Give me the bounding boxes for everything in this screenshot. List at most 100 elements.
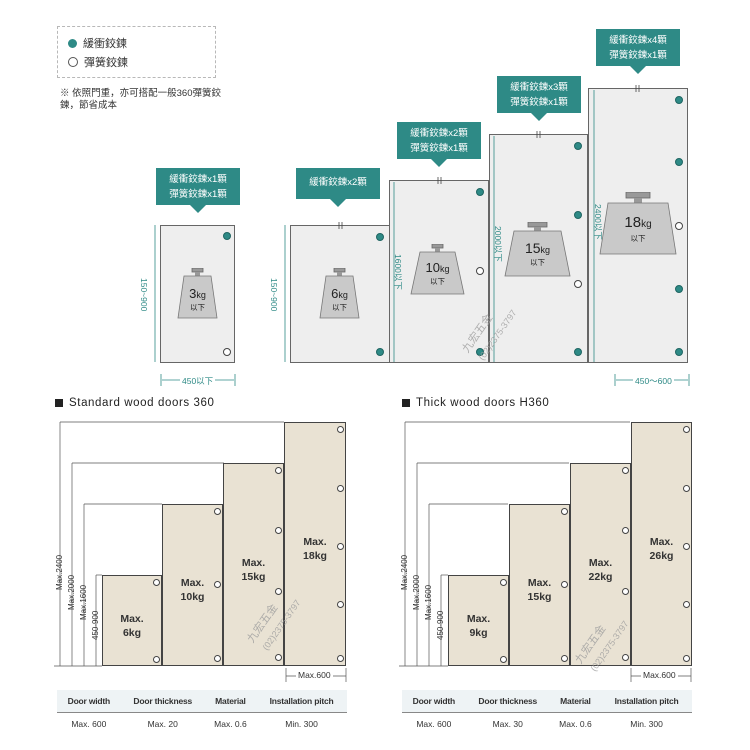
weight-value: 3 <box>189 286 197 301</box>
hinge-hole-icon <box>622 527 629 534</box>
callout-door-2: 緩衝鉸鍊x2顆 <box>296 168 380 207</box>
thick-spec-table: Door width Door thickness Material Insta… <box>402 690 692 735</box>
hinge-hole-icon <box>683 543 690 550</box>
weight-below: 以下 <box>332 303 347 312</box>
ruler-label: Max.1600 <box>424 584 433 620</box>
spring-hinge-icon <box>68 57 78 67</box>
hinge-hole-icon <box>275 588 282 595</box>
thick-panel-2 <box>509 504 570 666</box>
spring-hinge-icon <box>476 267 484 275</box>
height-label: 2000以下 <box>493 226 503 262</box>
hinge-hole-icon <box>214 581 221 588</box>
callout-line: 緩衝鉸鍊x2顆 <box>410 128 468 139</box>
panel-weight: 9kg <box>469 627 488 639</box>
weight-icon <box>177 267 218 319</box>
panel-max: Max. <box>466 613 491 625</box>
hinge-hole-icon <box>337 426 344 433</box>
panel-max: Max. <box>241 557 266 569</box>
width-max-label: Max.600 <box>296 670 333 680</box>
panel-weight: 22kg <box>588 571 613 583</box>
weight-below: 以下 <box>190 303 205 312</box>
weight-icon <box>319 267 360 319</box>
square-bullet-icon <box>55 399 63 407</box>
standard-dimension-lines <box>54 421 347 682</box>
table-cell: Max. 600 <box>416 719 452 729</box>
thick-panel-3 <box>570 463 631 666</box>
standard-panel-1 <box>102 575 162 666</box>
table-header: Door width <box>402 690 466 713</box>
ruler-label: Max.2400 <box>55 554 64 590</box>
table-cell: Max. 0.6 <box>559 719 592 729</box>
ruler-label: Max.2000 <box>67 574 76 610</box>
spring-hinge-icon <box>574 280 582 288</box>
soft-close-hinge-icon <box>223 232 231 240</box>
weight-value: 6 <box>331 286 339 301</box>
weight-door-4: 15kg 以下 <box>500 221 575 278</box>
callout-line: 緩衝鉸鍊x3顆 <box>510 82 568 93</box>
panel-weight: 15kg <box>241 571 266 583</box>
callout-door-1: 緩衝鉸鍊x1顆 彈簧鉸鍊x1顆 <box>156 168 240 213</box>
hinge-hole-icon <box>622 654 629 661</box>
width-max-label: Max.600 <box>641 670 678 680</box>
soft-close-hinge-icon <box>68 38 77 48</box>
weight-unit: kg <box>338 290 348 300</box>
weight-unit: kg <box>540 245 551 255</box>
soft-close-hinge-icon <box>376 348 384 356</box>
weight-door-1: 3kg 以下 <box>160 267 235 320</box>
soft-close-hinge-icon <box>675 348 683 356</box>
soft-close-hinge-icon <box>574 211 582 219</box>
weight-icon <box>410 243 465 295</box>
hinge-hole-icon <box>561 581 568 588</box>
panel-max: Max. <box>120 613 144 625</box>
height-label: 150~900 <box>269 278 279 312</box>
table-header: Door thickness <box>120 690 205 713</box>
weight-value: 15 <box>524 240 541 256</box>
hinge-hole-icon <box>153 656 160 663</box>
hinge-hole-icon <box>337 655 344 662</box>
hinge-hole-icon <box>500 579 507 586</box>
panel-weight: 15kg <box>527 591 552 603</box>
hinge-hole-icon <box>275 654 282 661</box>
section-title-standard: Standard wood doors 360 <box>55 397 215 409</box>
soft-close-hinge-icon <box>675 285 683 293</box>
table-header: Installation pitch <box>256 690 347 713</box>
panel-max: Max. <box>649 536 674 548</box>
table-header: Door thickness <box>465 690 550 713</box>
legend-note: ※ 依照門重，亦可搭配一般360彈簧鉸鍊，節省成本 <box>60 88 221 111</box>
callout-door-3: 緩衝鉸鍊x2顆 彈簧鉸鍊x1顆 <box>397 122 481 167</box>
hinge-hole-icon <box>500 656 507 663</box>
panel-max: Max. <box>527 577 552 589</box>
callout-line: 緩衝鉸鍊x4顆 <box>609 35 667 46</box>
hinge-hole-icon <box>337 485 344 492</box>
panel-max: Max. <box>588 557 613 569</box>
soft-close-hinge-icon <box>476 188 484 196</box>
weight-unit: kg <box>439 264 450 274</box>
ruler-label: 450-900 <box>91 610 100 640</box>
panel-max: Max. <box>303 536 327 548</box>
table-header: Material <box>204 690 257 713</box>
soft-close-hinge-icon <box>476 348 484 356</box>
weight-door-2: 6kg 以下 <box>302 267 377 320</box>
section-title-text: Standard wood doors 360 <box>69 397 215 409</box>
table-cell: Min. 300 <box>630 719 663 729</box>
weight-unit: kg <box>641 219 652 230</box>
weight-icon <box>599 191 677 255</box>
weight-value: 10 <box>425 260 440 275</box>
width-label-left: 450以下 <box>180 375 216 387</box>
section-title-thick: Thick wood doors H360 <box>402 397 549 409</box>
standard-spec-table: Door width Door thickness Material Insta… <box>57 690 347 735</box>
weight-below: 以下 <box>630 234 646 243</box>
weight-value: 18 <box>624 214 642 231</box>
panel-weight: 18kg <box>303 550 327 562</box>
hinge-hole-icon <box>622 588 629 595</box>
ruler-label: Max.2000 <box>412 574 421 610</box>
weight-door-3: 10kg 以下 <box>400 243 475 296</box>
hinge-hole-icon <box>275 467 282 474</box>
ruler-label: 450-900 <box>436 610 445 640</box>
callout-line: 彈簧鉸鍊x1顆 <box>609 50 667 61</box>
spring-hinge-icon <box>223 348 231 356</box>
callout-line: 緩衝鉸鍊x2顆 <box>309 177 367 188</box>
hinge-hole-icon <box>683 485 690 492</box>
weight-icon <box>504 221 571 277</box>
standard-panel-2 <box>162 504 223 666</box>
